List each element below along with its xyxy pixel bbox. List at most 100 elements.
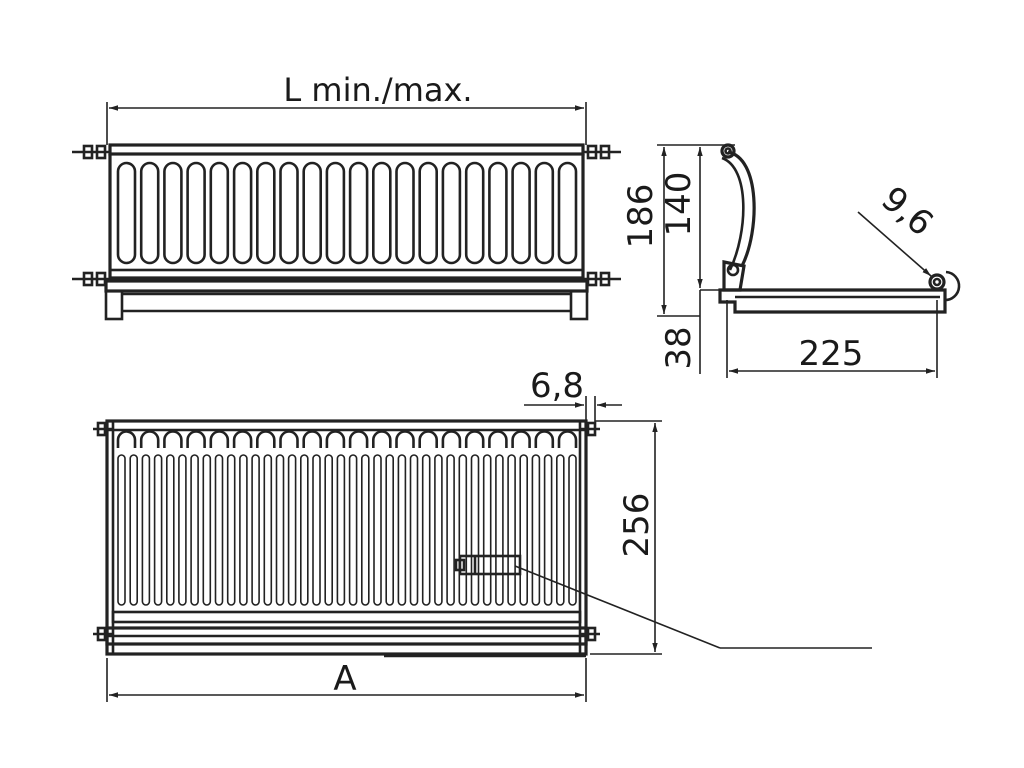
rack-slot bbox=[441, 161, 462, 265]
top-rail bbox=[108, 143, 585, 156]
plan-slot bbox=[568, 454, 577, 606]
plan-slot bbox=[214, 454, 224, 606]
side-arm-outer bbox=[727, 150, 756, 267]
plan-bolts bbox=[93, 421, 600, 642]
side-view: 186 140 38 9,6 225 bbox=[621, 143, 961, 378]
rack-slot bbox=[557, 161, 578, 265]
plan-slot bbox=[129, 454, 138, 606]
plan-slot bbox=[434, 454, 443, 606]
length-label: L min./max. bbox=[283, 71, 472, 109]
side-offset-label: 6,8 bbox=[530, 366, 584, 406]
plan-loop bbox=[395, 430, 415, 448]
rack-slot bbox=[209, 161, 230, 265]
plan-slot bbox=[117, 454, 126, 606]
plan-loop bbox=[348, 430, 369, 448]
bolt-top-left bbox=[72, 144, 110, 160]
tray-top bbox=[104, 279, 589, 293]
plan-slot bbox=[409, 454, 419, 606]
plan-slot bbox=[226, 454, 236, 606]
plan-slot bbox=[360, 454, 370, 606]
plan-slot bbox=[190, 454, 199, 606]
plan-slot bbox=[458, 454, 468, 606]
plan-slot bbox=[202, 454, 212, 606]
plan-slot bbox=[470, 454, 480, 606]
plan-slot bbox=[519, 454, 529, 606]
plan-slot bbox=[178, 454, 187, 606]
bolt-bottom-left bbox=[72, 271, 110, 287]
plan-loop bbox=[256, 430, 276, 448]
plan-loop bbox=[325, 430, 346, 448]
rack-slot bbox=[395, 161, 415, 265]
rack-slot bbox=[302, 161, 323, 265]
rack-slot bbox=[464, 161, 485, 265]
plan-slot bbox=[482, 454, 492, 606]
plan-slot bbox=[153, 454, 163, 606]
width-label: A bbox=[333, 659, 356, 699]
rack-slot bbox=[348, 161, 369, 265]
rack-slot bbox=[116, 161, 137, 265]
plan-slot bbox=[507, 454, 516, 606]
rack-slot bbox=[325, 161, 346, 265]
plan-slot bbox=[555, 454, 565, 606]
rack-slot bbox=[488, 161, 508, 265]
plan-loop bbox=[441, 430, 462, 448]
plan-loop bbox=[302, 430, 322, 448]
height-total-label: 186 bbox=[621, 184, 661, 249]
side-fixing-hole bbox=[928, 273, 946, 291]
plan-loop bbox=[488, 430, 508, 448]
plan-slot bbox=[275, 454, 285, 606]
plan-loop bbox=[139, 430, 160, 448]
front-height-label: 256 bbox=[617, 493, 657, 558]
rack-slot bbox=[418, 161, 439, 265]
rack-slot bbox=[371, 161, 392, 265]
plan-loop bbox=[279, 430, 299, 448]
plan-top-loops bbox=[116, 430, 578, 448]
rack-base-bar bbox=[108, 268, 585, 280]
rack-slot bbox=[186, 161, 206, 265]
plan-slot bbox=[166, 454, 175, 606]
plan-view-bottom: 6,8 bbox=[93, 366, 872, 702]
plan-slot bbox=[397, 454, 407, 606]
plan-slot bbox=[446, 454, 455, 606]
plan-slot bbox=[531, 454, 541, 606]
plan-slot bbox=[543, 454, 553, 606]
fixing-diameter-leader bbox=[857, 211, 932, 277]
plan-loop bbox=[116, 430, 137, 448]
base-height-label: 38 bbox=[659, 326, 699, 369]
plan-slot bbox=[336, 454, 346, 606]
plan-frame bbox=[105, 419, 588, 656]
rack-slot bbox=[534, 161, 555, 265]
plan-loop bbox=[464, 430, 485, 448]
front-view-top: L min./max. bbox=[72, 71, 621, 321]
plan-slot bbox=[141, 454, 151, 606]
side-arm-inner bbox=[721, 156, 745, 271]
plan-loop bbox=[163, 430, 183, 448]
plan-loop bbox=[534, 430, 555, 448]
side-clip bbox=[943, 270, 961, 302]
plan-loop bbox=[418, 430, 438, 448]
plan-loop bbox=[186, 430, 206, 448]
rack-slot bbox=[232, 161, 253, 265]
rack-slots bbox=[116, 161, 578, 265]
plan-slot bbox=[324, 454, 334, 606]
plan-slot bbox=[299, 454, 309, 606]
plan-loop bbox=[372, 430, 392, 448]
side-tray bbox=[718, 288, 947, 314]
rack-slot bbox=[279, 161, 299, 265]
tray-end-left bbox=[104, 289, 124, 321]
plan-slot bbox=[421, 454, 431, 606]
glass-holder bbox=[384, 554, 872, 658]
rack-slot bbox=[255, 161, 276, 265]
rack-slot bbox=[511, 161, 531, 265]
tray-end-right bbox=[569, 289, 589, 321]
rack-slot bbox=[139, 161, 160, 265]
bolt-bottom-right bbox=[583, 271, 621, 287]
plan-loop bbox=[232, 430, 253, 448]
plan-slot bbox=[251, 454, 260, 606]
plan-slot bbox=[373, 454, 382, 606]
plan-loop bbox=[209, 430, 230, 448]
rack-slot bbox=[163, 161, 183, 265]
plan-slot bbox=[385, 454, 395, 606]
plan-loop bbox=[511, 430, 531, 448]
